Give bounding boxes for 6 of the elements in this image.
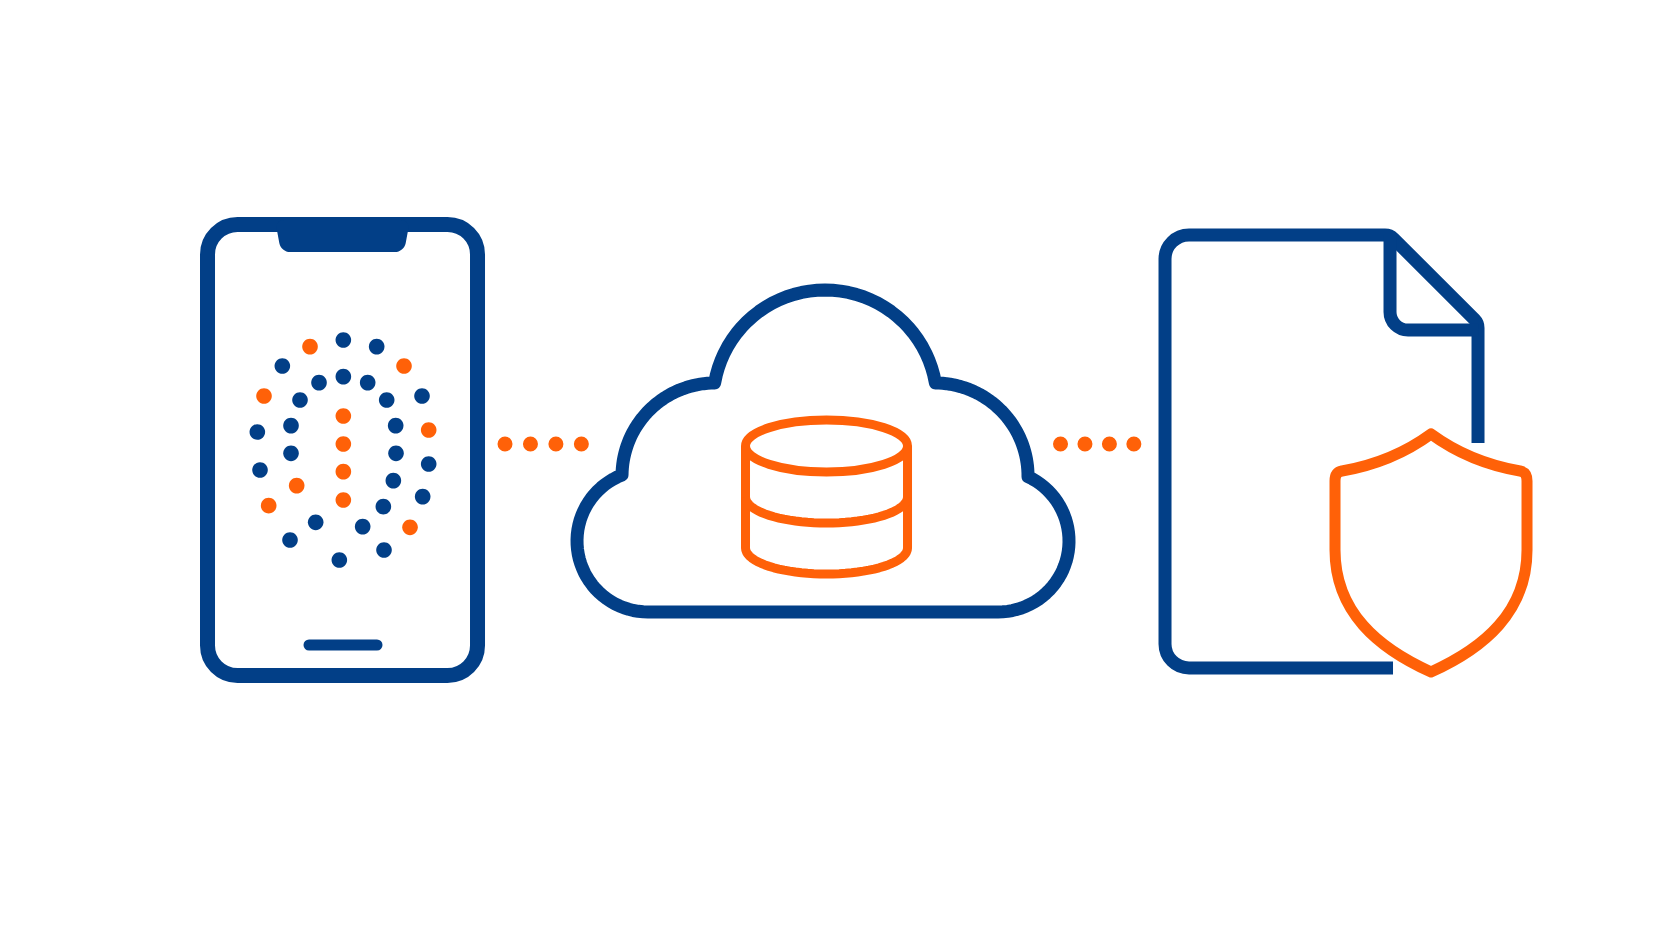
cloud [570,283,1076,619]
dotted-line [1053,436,1142,452]
document [1158,228,1485,675]
dotted-line [497,436,589,452]
shield [1329,428,1533,678]
database-cylinder [741,415,912,579]
